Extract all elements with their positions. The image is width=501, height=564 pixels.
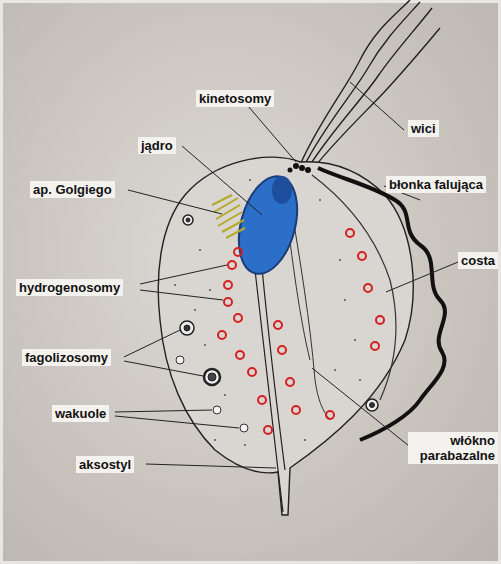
parabasal-label: włókno parabazalne	[408, 432, 498, 464]
golgi-apparatus	[212, 195, 245, 238]
vacuoles	[176, 356, 248, 432]
cell-body	[158, 157, 413, 515]
costa-label: costa	[458, 252, 498, 269]
membrane-label: błonka falująca	[386, 176, 486, 193]
phagolysosomes	[180, 215, 378, 411]
cytoplasm-granules	[174, 179, 361, 446]
flagella	[300, 0, 440, 170]
parabasal-filament	[290, 200, 330, 420]
costa-fiber	[312, 175, 396, 400]
kinetosomes	[288, 163, 312, 173]
phagolysosome-label: fagolizosomy	[22, 349, 111, 366]
hydrogenosomes	[218, 229, 384, 434]
leader-lines	[115, 82, 458, 468]
flagella-label: wici	[408, 120, 439, 137]
golgi-label: ap. Golgiego	[30, 181, 115, 198]
axostyle	[255, 268, 285, 512]
vacuole-label: wakuole	[52, 405, 109, 422]
nucleus-label: jądro	[138, 137, 176, 154]
hydrogenosome-label: hydrogenosomy	[16, 279, 123, 296]
nucleus	[229, 170, 307, 281]
kinetosome-label: kinetosomy	[196, 90, 274, 107]
nucleolus	[272, 176, 292, 204]
axostyle-label: aksostyl	[76, 456, 134, 473]
undulating-membrane	[318, 168, 445, 440]
